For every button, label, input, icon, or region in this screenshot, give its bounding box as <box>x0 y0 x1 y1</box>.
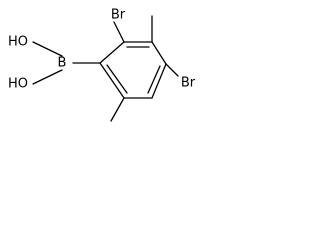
atom-label-hydroxyl-top: HO <box>8 35 28 50</box>
ring-bond-c3-c4 <box>151 41 167 65</box>
ring-bond-c1-c2 <box>99 41 125 64</box>
atom-label-bromo-top: Br <box>111 8 126 23</box>
atom-label-boron: B <box>58 56 67 71</box>
bond-ring-to-methyl-bottom <box>110 97 125 122</box>
ring-bond-c4-c5 <box>151 63 167 99</box>
molecule-canvas: B HO HO Br Br <box>0 0 209 150</box>
structure-diagram: B HO HO Br Br <box>8 8 196 122</box>
bond-boron-to-oh-top <box>32 41 63 57</box>
atom-label-bromo-right: Br <box>181 76 196 91</box>
ring-double-bond-inner-left <box>106 64 128 94</box>
bond-ring-to-bromo-right <box>165 63 179 77</box>
bond-ring-to-bromo-top <box>113 21 125 43</box>
bond-boron-to-oh-bottom <box>32 69 63 85</box>
atom-label-hydroxyl-bottom: HO <box>8 77 28 92</box>
ring-bond-c6-c1 <box>99 62 125 99</box>
ring-double-bond-inner-right <box>147 65 161 94</box>
